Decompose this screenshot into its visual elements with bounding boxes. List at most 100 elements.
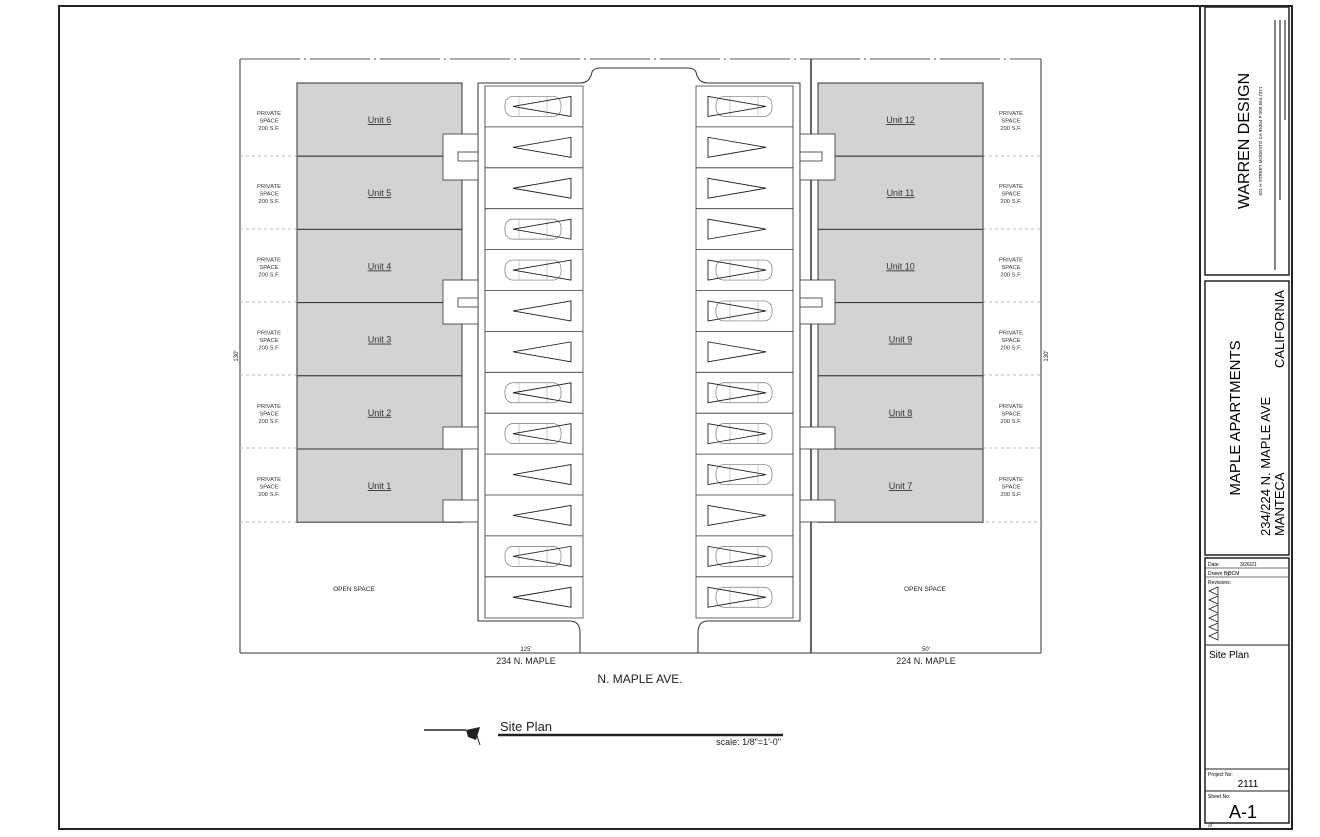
svg-text:PRIVATE: PRIVATE: [999, 477, 1023, 483]
depth-dimension-right: 130': [1044, 350, 1050, 361]
disclaimer-text: [1274, 20, 1286, 270]
car-icon: [504, 96, 562, 117]
date-label: Date:: [1208, 562, 1220, 568]
unit-label: Unit 12: [886, 115, 915, 125]
revision-triangle-icon: [1208, 595, 1219, 605]
parking-stall-icon: [485, 290, 583, 322]
parking-stall-icon: [696, 494, 793, 526]
parking-stall-icon: [485, 249, 583, 281]
revision-triangle-icon: [1208, 586, 1219, 641]
open-space-left: OPEN SPACE: [333, 586, 375, 593]
parking-stall-icon: [696, 535, 793, 567]
svg-text:200 S.F.: 200 S.F.: [1000, 419, 1022, 425]
parking-stall-icon: [485, 453, 583, 486]
svg-text:PRIVATE: PRIVATE: [257, 331, 281, 337]
revision-triangle-icon: [1208, 622, 1219, 632]
unit-unit-3: Unit 3: [296, 302, 463, 377]
car-icon: [504, 259, 562, 281]
unit-unit-9: Unit 9: [817, 302, 984, 377]
parking-right: [696, 95, 793, 608]
parking-stall-icon: [696, 576, 793, 608]
unit-unit-12: Unit 12: [817, 82, 984, 157]
parking-stall-icon: [485, 208, 583, 240]
parking-stall-icon: [485, 126, 583, 158]
unit-unit-2: Unit 2: [296, 375, 463, 450]
parking-stall-icon: [485, 535, 583, 567]
svg-text:PRIVATE: PRIVATE: [999, 404, 1023, 410]
project-no-label: Project No:: [1208, 772, 1233, 778]
project-city: MANTECA: [1272, 472, 1287, 536]
firm-name: WARREN DESIGN: [1236, 73, 1253, 209]
unit-unit-5: Unit 5: [296, 155, 463, 230]
svg-text:200 S.F.: 200 S.F.: [258, 272, 280, 278]
svg-text:200 S.F.: 200 S.F.: [258, 346, 280, 352]
parking-stall-icon: [696, 249, 793, 281]
svg-text:PRIVATE: PRIVATE: [999, 111, 1023, 117]
car-icon: [504, 218, 562, 240]
parking-stall-icon: [696, 330, 793, 363]
parking-stall-icon: [485, 412, 583, 445]
title-block: WARREN DESIGN 621 H STREET MODESTO CA 95…: [1204, 6, 1290, 828]
unit-unit-10: Unit 10: [817, 228, 984, 304]
parking-stall-icon: [485, 167, 583, 199]
svg-text:SPACE: SPACE: [259, 265, 278, 271]
svg-text:SPACE: SPACE: [1001, 265, 1020, 271]
svg-text:SPACE: SPACE: [1001, 338, 1020, 344]
open-space-right: OPEN SPACE: [904, 586, 946, 593]
parking-stall-icon: [485, 330, 583, 363]
svg-text:SPACE: SPACE: [259, 411, 278, 417]
svg-text:200 S.F.: 200 S.F.: [258, 199, 280, 205]
car-icon: [715, 259, 773, 281]
svg-text:PRIVATE: PRIVATE: [257, 184, 281, 190]
unit-unit-7: Unit 7: [817, 448, 984, 523]
car-icon: [715, 300, 773, 322]
street-label: N. MAPLE AVE.: [597, 672, 682, 686]
drawn-by-label: Drawn By:: [1208, 571, 1231, 577]
width-dimension-left: 125': [520, 647, 531, 653]
unit-label: Unit 2: [368, 408, 392, 418]
svg-text:200 S.F.: 200 S.F.: [1000, 272, 1022, 278]
svg-text:200 S.F.: 200 S.F.: [1000, 199, 1022, 205]
lot-label-right: 224 N. MAPLE: [896, 656, 956, 666]
unit-label: Unit 8: [889, 408, 913, 418]
project-state: CALIFORNIA: [1272, 290, 1287, 368]
svg-text:SPACE: SPACE: [259, 192, 278, 198]
depth-dimension-left: 130': [234, 350, 240, 361]
svg-text:SPACE: SPACE: [1001, 485, 1020, 491]
parking-stall-icon: [696, 290, 793, 322]
svg-text:SPACE: SPACE: [259, 338, 278, 344]
svg-text:PRIVATE: PRIVATE: [999, 184, 1023, 190]
car-icon: [715, 586, 773, 608]
plan-title: Site Plan: [500, 719, 552, 734]
project-no: 2111: [1238, 779, 1259, 790]
revision-triangle-icon: [1208, 586, 1219, 596]
svg-text:SPACE: SPACE: [259, 119, 278, 125]
parking-stall-icon: [696, 208, 793, 240]
sheet-of-label: of: [1208, 823, 1213, 828]
svg-text:SPACE: SPACE: [1001, 119, 1020, 125]
svg-text:PRIVATE: PRIVATE: [999, 331, 1023, 337]
svg-text:SPACE: SPACE: [259, 485, 278, 491]
svg-text:PRIVATE: PRIVATE: [257, 404, 281, 410]
svg-text:200 S.F.: 200 S.F.: [1000, 346, 1022, 352]
car-icon: [504, 423, 562, 444]
firm-address: 621 H STREET MODESTO CA 95354 P:209.554.…: [1258, 86, 1263, 195]
unit-label: Unit 1: [368, 481, 392, 491]
plan-scale: scale: 1/8"=1'-0": [716, 737, 781, 747]
unit-unit-8: Unit 8: [817, 375, 984, 450]
unit-label: Unit 10: [886, 261, 915, 271]
revision-triangle-icon: [1208, 604, 1219, 614]
svg-text:200 S.F.: 200 S.F.: [258, 419, 280, 425]
unit-unit-1: Unit 1: [296, 448, 463, 523]
